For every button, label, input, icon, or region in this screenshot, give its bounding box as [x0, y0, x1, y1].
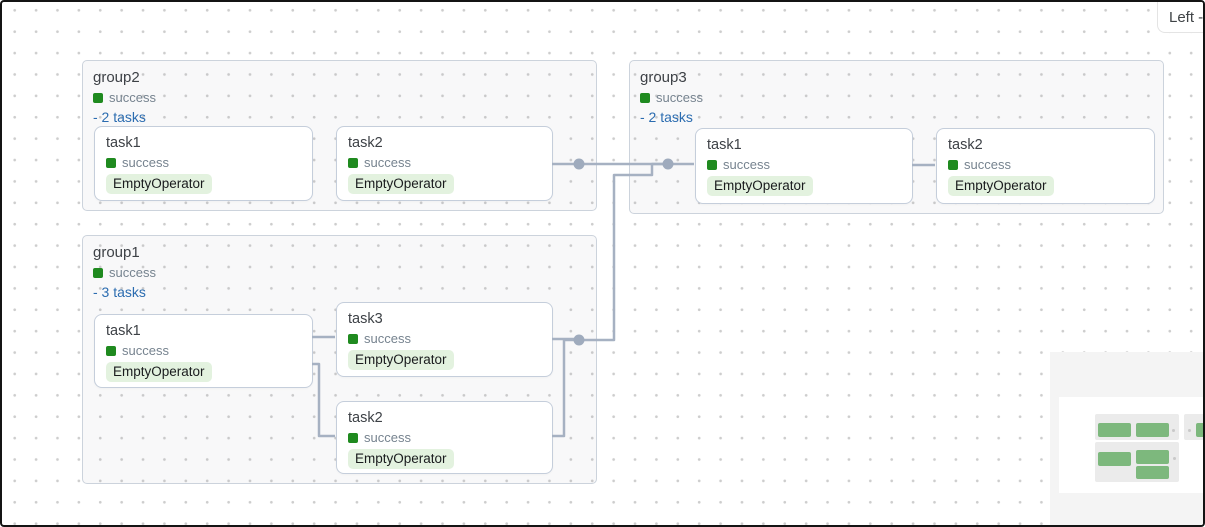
task-operator-badge: EmptyOperator — [106, 174, 212, 194]
minimap-join-dot — [1172, 429, 1175, 432]
layout-direction-label: Left -> — [1169, 8, 1204, 26]
group-status: success — [93, 265, 586, 280]
success-status-icon — [106, 157, 116, 168]
minimap-group-group1 — [1095, 442, 1179, 482]
minimap-task — [1098, 423, 1131, 437]
task-node-group1-task3[interactable]: task3 success EmptyOperator — [336, 302, 553, 377]
group-collapse-toggle[interactable]: - 3 tasks — [93, 284, 146, 300]
task-name: task2 — [348, 410, 383, 426]
task-operator-badge: EmptyOperator — [348, 449, 454, 469]
task-operator-badge: EmptyOperator — [348, 350, 454, 370]
minimap-task — [1196, 423, 1203, 437]
minimap[interactable] — [1050, 352, 1203, 525]
task-group-group3[interactable]: group3 success - 2 tasks task1 success E… — [629, 60, 1164, 214]
task-node-group1-task1[interactable]: task1 success EmptyOperator — [94, 314, 313, 388]
task-group-group1[interactable]: group1 success - 3 tasks task1 success E… — [82, 235, 597, 484]
group-status: success — [93, 90, 586, 105]
task-node-group3-task2[interactable]: task2 success EmptyOperator — [936, 128, 1155, 204]
task-node-group2-task1[interactable]: task1 success EmptyOperator — [94, 126, 313, 201]
task-status: success — [948, 157, 1143, 172]
task-name: task3 — [348, 311, 383, 327]
group-collapse-toggle[interactable]: - 2 tasks — [640, 109, 693, 125]
task-status: success — [348, 331, 541, 346]
task-status: success — [707, 157, 901, 172]
minimap-task — [1136, 423, 1169, 437]
task-node-group3-task1[interactable]: task1 success EmptyOperator — [695, 128, 913, 204]
task-name: task2 — [348, 135, 383, 151]
task-operator-badge: EmptyOperator — [707, 176, 813, 196]
success-status-icon — [93, 92, 103, 103]
task-operator-badge: EmptyOperator — [106, 362, 212, 382]
minimap-group-group2 — [1095, 414, 1179, 440]
task-name: task2 — [948, 137, 983, 153]
minimap-join-dot — [1173, 457, 1176, 460]
task-group-group2[interactable]: group2 success - 2 tasks task1 success E… — [82, 60, 597, 211]
success-status-icon — [93, 267, 103, 278]
group-status: success — [640, 90, 1153, 105]
task-status: success — [106, 343, 301, 358]
minimap-task — [1098, 452, 1131, 466]
success-status-icon — [948, 159, 958, 170]
task-node-group1-task2[interactable]: task2 success EmptyOperator — [336, 401, 553, 474]
minimap-join-dot — [1188, 429, 1191, 432]
task-operator-badge: EmptyOperator — [948, 176, 1054, 196]
task-status: success — [106, 155, 301, 170]
layout-direction-button[interactable]: Left -> — [1157, 2, 1204, 33]
group-name: group3 — [640, 69, 687, 86]
group-name: group1 — [93, 244, 140, 261]
task-name: task1 — [707, 137, 742, 153]
success-status-icon — [640, 92, 650, 103]
task-status: success — [348, 430, 541, 445]
task-node-group2-task2[interactable]: task2 success EmptyOperator — [336, 126, 553, 201]
task-operator-badge: EmptyOperator — [348, 174, 454, 194]
task-name: task1 — [106, 323, 141, 339]
group-name: group2 — [93, 69, 140, 86]
success-status-icon — [106, 345, 116, 356]
task-name: task1 — [106, 135, 141, 151]
minimap-task — [1136, 466, 1169, 479]
minimap-group-group3 — [1184, 414, 1203, 440]
success-status-icon — [348, 333, 358, 344]
task-status: success — [348, 155, 541, 170]
group-collapse-toggle[interactable]: - 2 tasks — [93, 109, 146, 125]
success-status-icon — [348, 432, 358, 443]
success-status-icon — [348, 157, 358, 168]
success-status-icon — [707, 159, 717, 170]
minimap-task — [1136, 450, 1169, 464]
